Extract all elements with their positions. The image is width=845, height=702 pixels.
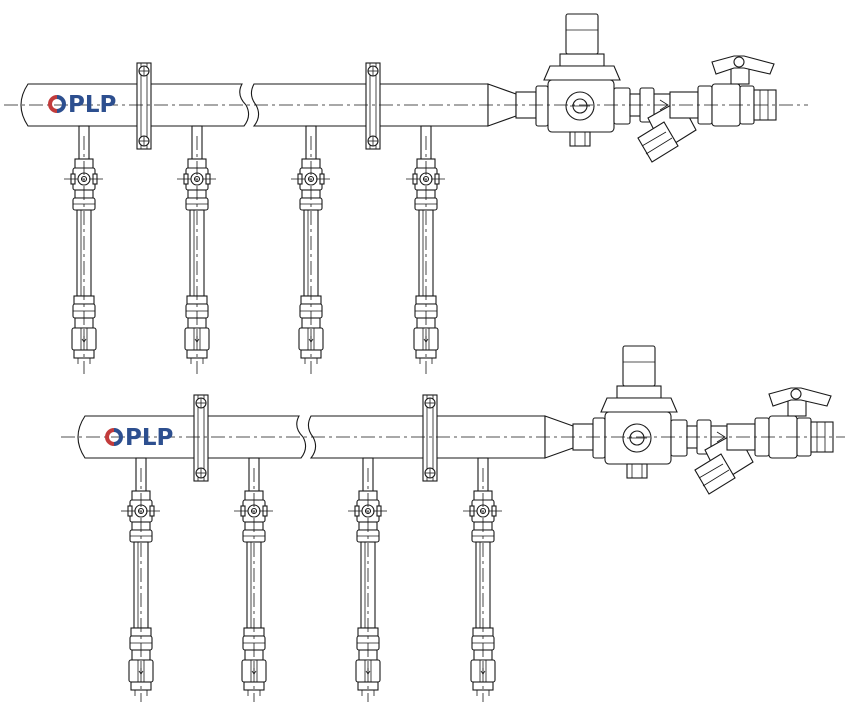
regulator-dome xyxy=(543,65,621,81)
logo-mark-red-2 xyxy=(105,437,114,446)
logo-mark-red-2 xyxy=(48,104,57,113)
outlet-nut xyxy=(670,419,688,457)
main-ball-valve xyxy=(669,55,777,127)
strainer-cap xyxy=(694,453,736,495)
outlet-nut xyxy=(613,87,631,125)
handle-screw xyxy=(733,56,745,68)
logo-mark-blue xyxy=(57,104,66,113)
regulator-dome xyxy=(600,397,678,413)
manifold-assembly-bottom xyxy=(61,345,845,702)
pressure-reducing-valve xyxy=(535,13,631,147)
manifold-assembly-top xyxy=(4,13,808,374)
pipe-clamp xyxy=(136,62,152,150)
regulator-bonnet xyxy=(622,345,656,387)
logo-mark-blue xyxy=(114,437,123,446)
plp-logo-top: PLP xyxy=(48,92,116,118)
drain-plug xyxy=(626,463,648,479)
pipe-clamp xyxy=(365,62,381,150)
clamp-strap xyxy=(193,394,209,482)
main-ball-valve xyxy=(726,387,834,459)
pipe-clamp xyxy=(193,394,209,482)
outlet-branch xyxy=(64,125,104,374)
outlet-branch xyxy=(291,125,331,374)
clamp-strap xyxy=(136,62,152,150)
inlet-nut xyxy=(535,85,549,127)
clamp-strap xyxy=(365,62,381,150)
logo-text: PLP xyxy=(125,425,173,451)
strainer-cap xyxy=(637,121,679,163)
outlet-branch xyxy=(234,457,274,702)
clamp-strap xyxy=(422,394,438,482)
handle-screw xyxy=(790,388,802,400)
outlet-branch xyxy=(463,457,503,702)
y-strainer xyxy=(694,431,754,495)
outlet-branch xyxy=(348,457,388,702)
pressure-reducing-valve xyxy=(592,345,688,479)
logo-mark-blue-2 xyxy=(114,428,123,437)
regulator-cap xyxy=(616,385,662,399)
regulator-cap xyxy=(559,53,605,67)
plp-logo-bottom: PLP xyxy=(105,425,173,451)
drain-plug xyxy=(569,131,591,147)
logo-text: PLP xyxy=(68,92,116,118)
logo-mark-red xyxy=(105,428,114,437)
logo-mark-red xyxy=(48,95,57,104)
outlet-branch xyxy=(406,125,446,374)
inlet-nut xyxy=(592,417,606,459)
outlet-branch xyxy=(121,457,161,702)
logo-mark-blue-2 xyxy=(57,95,66,104)
pipe-clamp xyxy=(422,394,438,482)
outlet-branch xyxy=(177,125,217,374)
regulator-bonnet xyxy=(565,13,599,55)
